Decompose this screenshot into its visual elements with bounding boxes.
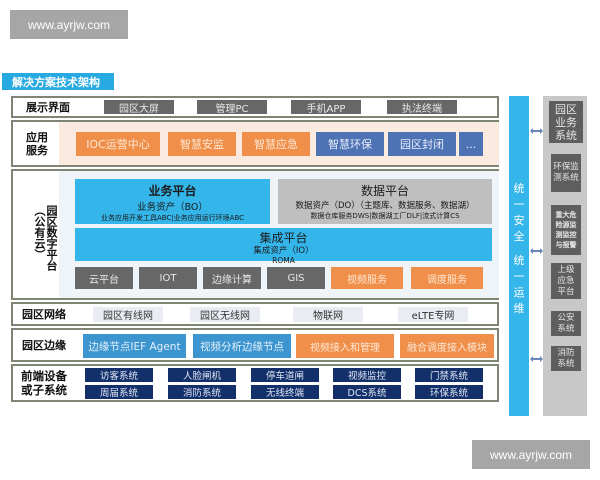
device-dcs: DCS系统 — [333, 385, 401, 399]
platform-iot: IOT — [139, 267, 197, 289]
row-label-network: 园区网络 — [22, 308, 66, 321]
device-wireless-terminal: 无线终端 — [251, 385, 319, 399]
device-access-control: 门禁系统 — [415, 368, 483, 382]
device-perimeter: 周届系统 — [85, 385, 153, 399]
data-title: 数据平台 — [360, 184, 409, 198]
bar-char: 统 — [513, 254, 525, 267]
label-sub: （公有云） — [33, 205, 46, 260]
section-title: 解决方案技术架构 — [2, 73, 114, 90]
network-wireless: 园区无线网 — [190, 307, 260, 322]
display-item-big-screen: 园区大屏 — [104, 100, 174, 115]
integration-sub: 集成资产（IO） — [253, 246, 314, 256]
business-platform: 业务平台 业务资产（BO） 业务应用开发工具ABC|业务应用运行环境ABC — [75, 179, 270, 224]
label-main: 园区数字平台 — [45, 205, 58, 271]
panel-header: 园区业务系统 — [549, 101, 583, 143]
app-more: ... — [459, 132, 483, 156]
row-display: 展示界面 园区大屏 管理PC 手机APP 执法终端 — [11, 96, 499, 118]
platform-video-service: 视频服务 — [331, 267, 403, 289]
data-sub2: 数据仓库服务DWS|数据湖工厂DLF|流式计算CS — [310, 212, 460, 220]
edge-ief-agent: 边缘节点IEF Agent — [83, 334, 186, 358]
network-elte: eLTE专网 — [398, 307, 468, 322]
double-arrow-icon — [530, 356, 543, 362]
data-sub: 数据资产（DO）（主题库、数据服务、数据湖） — [295, 201, 475, 211]
label-line2: 或子系统 — [21, 383, 67, 397]
unified-security-ops-bar: 统 一 安 全 统 一 运 维 — [509, 96, 529, 416]
row-label-app-services: 应用 服务 — [26, 131, 48, 157]
row-label-frontend: 前端设备 或子系统 — [21, 369, 67, 397]
bar-char: 一 — [513, 270, 525, 283]
row-network: 园区网络 园区有线网 园区无线网 物联网 eLTE专网 — [11, 302, 499, 326]
device-parking-gate: 停车道闸 — [251, 368, 319, 382]
device-video-monitor: 视频监控 — [333, 368, 401, 382]
app-ioc: IOC运营中心 — [76, 132, 160, 156]
platform-edge-computing: 边缘计算 — [203, 267, 261, 289]
device-face-gate: 人脸闸机 — [168, 368, 236, 382]
bar-char: 全 — [513, 230, 525, 243]
row-label-platform: （公有云） 园区数字平台 — [33, 205, 61, 271]
network-wired: 园区有线网 — [93, 307, 163, 322]
bar-char: 安 — [513, 214, 525, 227]
display-item-pc: 管理PC — [197, 100, 267, 115]
row-digital-platform: （公有云） 园区数字平台 业务平台 业务资产（BO） 业务应用开发工具ABC|业… — [11, 169, 499, 300]
edge-video-analysis: 视频分析边缘节点 — [193, 334, 291, 358]
business-title: 业务平台 — [148, 184, 197, 198]
data-platform: 数据平台 数据资产（DO）（主题库、数据服务、数据湖） 数据仓库服务DWS|数据… — [278, 179, 492, 224]
business-sub2: 业务应用开发工具ABC|业务应用运行环境ABC — [100, 214, 245, 222]
platform-dispatch-service: 调度服务 — [411, 267, 483, 289]
integration-sub2: ROMA — [272, 256, 295, 265]
app-closure: 园区封闭 — [388, 132, 456, 156]
platform-cloud: 云平台 — [75, 267, 133, 289]
display-item-app: 手机APP — [291, 100, 361, 115]
integration-platform: 集成平台 集成资产（IO） ROMA — [75, 228, 492, 265]
app-emergency: 智慧应急 — [242, 132, 310, 156]
double-arrow-icon — [530, 128, 543, 134]
integration-title: 集成平台 — [259, 231, 308, 245]
panel-env-monitor: 环保监测系统 — [551, 154, 581, 192]
business-sub: 业务资产（BO） — [137, 202, 208, 213]
double-arrow-icon — [530, 248, 543, 254]
label-line1: 应用 — [26, 131, 48, 144]
row-label-edge: 园区边缘 — [22, 339, 66, 352]
panel-police: 公安系统 — [551, 311, 581, 336]
app-safety: 智慧安监 — [168, 132, 236, 156]
bar-char: 运 — [513, 286, 525, 299]
platform-gis: GIS — [267, 267, 325, 289]
watermark-bottom: www.ayrjw.com — [472, 440, 590, 469]
panel-fire: 消防系统 — [551, 346, 581, 371]
row-label-display: 展示界面 — [26, 101, 70, 114]
edge-dispatch-access: 融合调度接入模块 — [400, 334, 494, 358]
bar-char: 一 — [513, 198, 525, 211]
device-visitor: 访客系统 — [85, 368, 153, 382]
panel-emergency-platform: 上级应急平台 — [551, 263, 581, 299]
device-fire: 消防系统 — [168, 385, 236, 399]
label-line1: 前端设备 — [21, 369, 67, 383]
display-item-terminal: 执法终端 — [387, 100, 457, 115]
panel-hazard-monitor: 重大危险源监测监控与报警 — [551, 205, 581, 255]
network-iot: 物联网 — [293, 307, 363, 322]
row-app-services: 应用 服务 IOC运营中心 智慧安监 智慧应急 智慧环保 园区封闭 ... — [11, 120, 499, 167]
bar-char: 统 — [513, 182, 525, 195]
edge-video-access: 视频接入和管理 — [296, 334, 394, 358]
bar-char: 维 — [513, 302, 525, 315]
row-frontend: 前端设备 或子系统 访客系统 人脸闸机 停车道闸 视频监控 门禁系统 周届系统 … — [11, 364, 499, 402]
label-line2: 服务 — [26, 144, 48, 157]
app-env: 智慧环保 — [316, 132, 384, 156]
watermark-top: www.ayrjw.com — [10, 10, 128, 39]
row-edge: 园区边缘 边缘节点IEF Agent 视频分析边缘节点 视频接入和管理 融合调度… — [11, 328, 499, 362]
device-env: 环保系统 — [415, 385, 483, 399]
park-business-systems-panel: 园区业务系统 环保监测系统 重大危险源监测监控与报警 上级应急平台 公安系统 消… — [543, 96, 587, 416]
